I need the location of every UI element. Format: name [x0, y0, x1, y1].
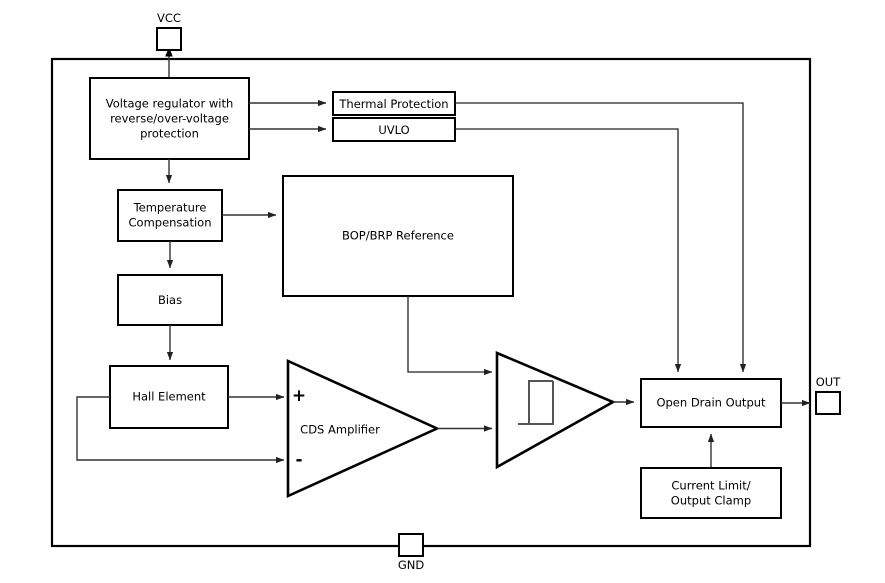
bias-label: Bias — [158, 293, 182, 307]
block-cds-amplifier[interactable] — [286, 358, 441, 499]
block-voltage-regulator[interactable] — [89, 77, 250, 160]
cds-amplifier-label: CDS Amplifier — [300, 423, 380, 437]
block-current-limit[interactable] — [640, 467, 782, 519]
voltage-regulator-label-line3: protection — [140, 127, 199, 141]
cds-amplifier-plus-sign: + — [292, 386, 306, 406]
voltage-regulator-label-line2: reverse/over-voltage — [110, 112, 229, 126]
temperature-compensation-label-line1: Temperature — [133, 201, 207, 215]
open-drain-output-label: Open Drain Output — [656, 396, 766, 410]
wire-bopbrp-to-schmitt — [407, 296, 493, 376]
hysteresis-icon-shape — [528, 381, 554, 425]
current-limit-label-line2: Output Clamp — [671, 494, 751, 508]
gnd-pin[interactable] — [398, 533, 424, 557]
block-schmitt-trigger[interactable] — [495, 351, 616, 470]
thermal-protection-label: Thermal Protection — [338, 97, 448, 111]
hall-element-label: Hall Element — [132, 390, 206, 404]
out-pin-label: OUT — [816, 375, 841, 389]
uvlo-label: UVLO — [378, 123, 409, 137]
current-limit-label-line1: Current Limit/ — [671, 479, 750, 493]
out-pin[interactable] — [815, 391, 841, 415]
bop-brp-reference-label: BOP/BRP Reference — [342, 229, 454, 243]
cds-amplifier-minus-sign: - — [295, 450, 302, 470]
wire-uvlo-to-opendrain — [455, 128, 682, 373]
temperature-compensation-label-line2: Compensation — [129, 216, 212, 230]
vcc-pin[interactable] — [156, 27, 182, 51]
block-bop-brp-reference[interactable] — [282, 175, 514, 297]
wire-thermal-to-opendrain — [455, 102, 747, 373]
block-bias[interactable] — [117, 274, 223, 326]
vcc-pin-label: VCC — [157, 11, 181, 25]
ic-outline — [50, 57, 812, 548]
wire-hall-to-amp-minus — [76, 396, 285, 464]
voltage-regulator-label-line1: Voltage regulator with — [106, 97, 234, 111]
gnd-pin-label: GND — [398, 558, 425, 572]
